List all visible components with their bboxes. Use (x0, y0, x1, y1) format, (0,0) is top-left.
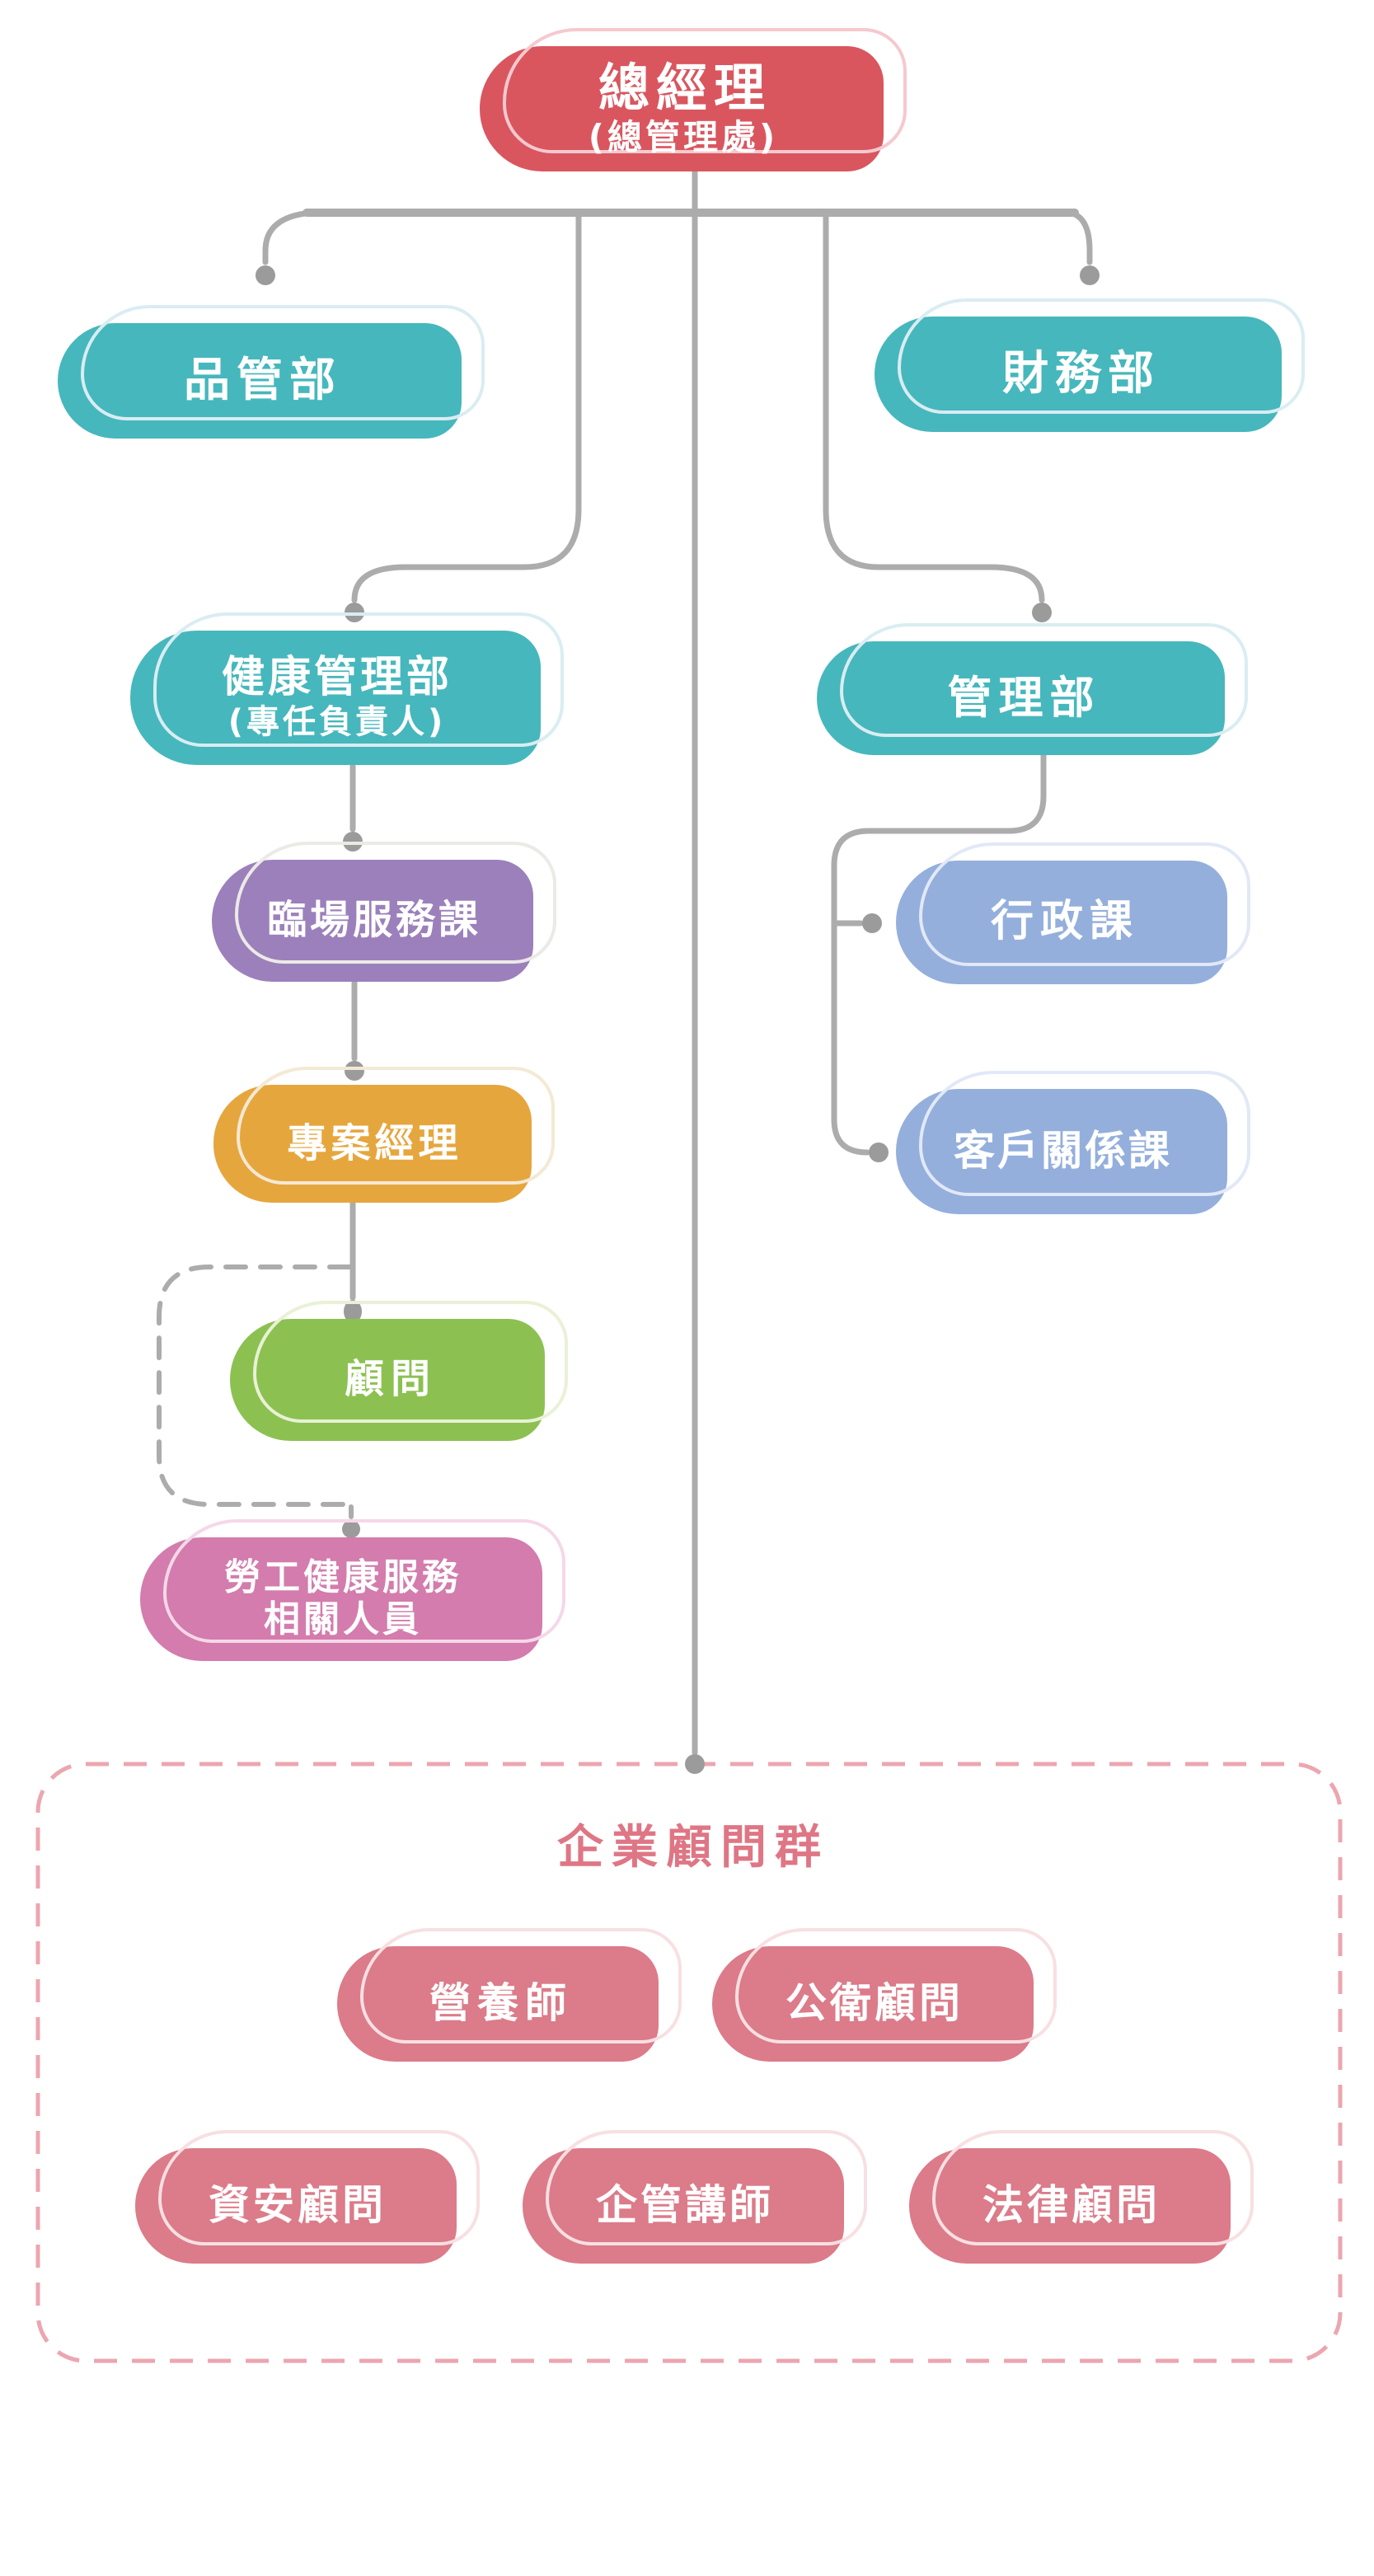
stub-to-health (351, 213, 582, 603)
stub-to-admin-dept (823, 213, 1045, 603)
node-sublabel: (總管理處) (588, 117, 779, 158)
org-node-general-manager: 總經理 (總管理處) (480, 46, 884, 171)
node-label: 專案經理 (287, 1119, 462, 1166)
org-node-project-manager: 專案經理 (213, 1085, 532, 1203)
advisory-group-title: 企業顧問群 (557, 1821, 829, 1875)
node-label: 品管部 (184, 353, 342, 407)
curve-to-finance (1067, 209, 1093, 265)
node-label: 公衛顧問 (785, 1979, 964, 2028)
node-label: 行政課 (990, 897, 1139, 947)
node-label: 管理部 (947, 671, 1101, 724)
org-node-health-management-dept: 健康管理部 (專任負責人) (130, 631, 541, 765)
node-label: 企管講師 (596, 2181, 774, 2230)
node-label: 客戶關係課 (954, 1127, 1172, 1175)
dashed-bypass-consultant (157, 1265, 354, 1507)
node-label: 財務部 (1002, 346, 1161, 401)
org-node-management-lecturer: 企管講師 (523, 2148, 844, 2264)
org-node-infosec-advisor: 資安顧問 (135, 2148, 457, 2264)
org-node-management-dept: 管理部 (817, 641, 1225, 755)
node-label: 法律顧問 (982, 2181, 1161, 2230)
node-sublabel: (專任負責人) (227, 703, 447, 742)
admin-dept-to-sections (831, 748, 1047, 1156)
org-node-quality-dept: 品管部 (58, 323, 462, 439)
org-node-customer-relations-section: 客戶關係課 (896, 1089, 1227, 1214)
org-node-public-health-advisor: 公衛顧問 (712, 1946, 1034, 2062)
org-node-consultant: 顧問 (230, 1319, 545, 1441)
org-node-labor-health-service-staff: 勞工健康服務 相關人員 (140, 1537, 542, 1661)
node-label-line2: 相關人員 (264, 1598, 422, 1640)
node-label-line1: 勞工健康服務 (224, 1556, 462, 1599)
node-label: 顧問 (344, 1356, 437, 1403)
org-node-administration-section: 行政課 (896, 861, 1227, 984)
advisory-group-border (35, 1762, 1343, 2363)
org-node-nutritionist: 營養師 (337, 1946, 659, 2062)
node-label: 營養師 (429, 1979, 573, 2028)
node-label: 總經理 (598, 58, 771, 119)
node-label: 臨場服務課 (266, 897, 481, 944)
node-label: 健康管理部 (221, 652, 453, 702)
node-label: 資安顧問 (209, 2181, 387, 2230)
org-node-onsite-service-section: 臨場服務課 (212, 860, 533, 982)
org-node-legal-advisor: 法律顧問 (909, 2148, 1231, 2264)
org-node-finance-dept: 財務部 (875, 317, 1282, 432)
curve-to-quality (262, 209, 315, 265)
